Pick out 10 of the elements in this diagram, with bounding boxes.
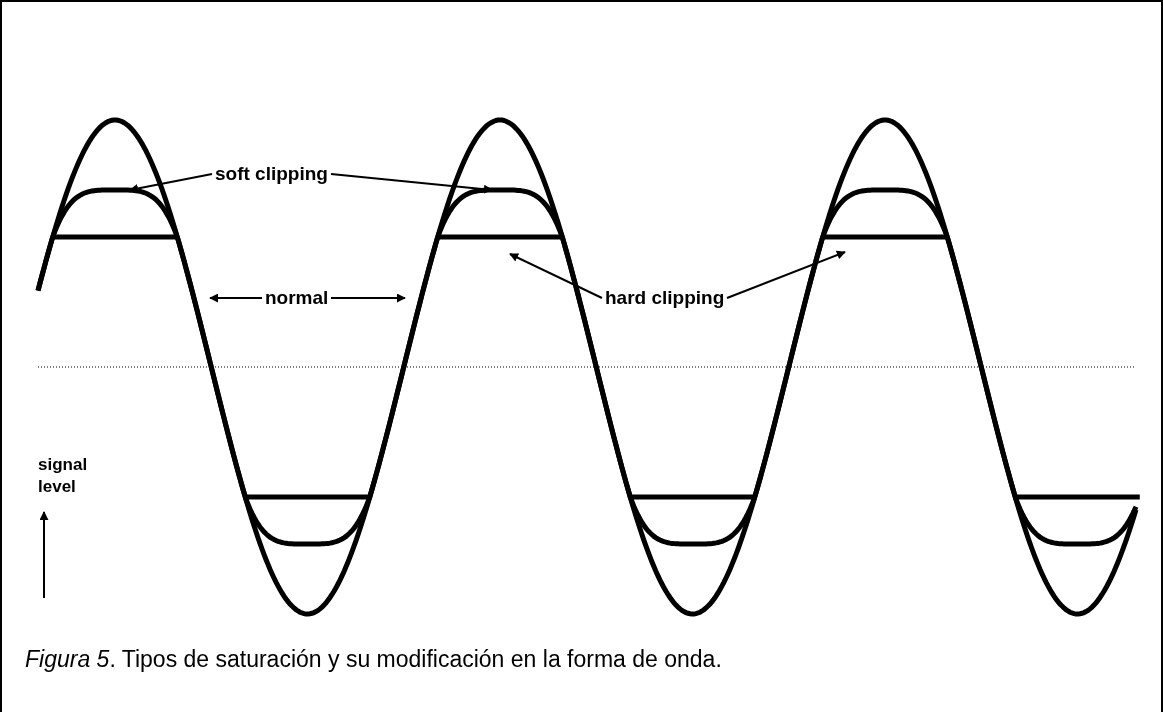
- axis-label: signal level: [38, 454, 89, 498]
- leader-line: [330, 293, 406, 303]
- callout-label: normal: [265, 287, 329, 309]
- leader-line: [330, 173, 493, 194]
- leader-line: [726, 250, 846, 299]
- callout-label: hard clipping: [605, 287, 725, 309]
- leader-line: [509, 253, 603, 299]
- leader-line: [209, 293, 263, 303]
- callout-label: soft clipping: [215, 163, 328, 185]
- figure-caption: Figura 5. Tipos de saturación y su modificación en la forma de onda.: [25, 646, 722, 673]
